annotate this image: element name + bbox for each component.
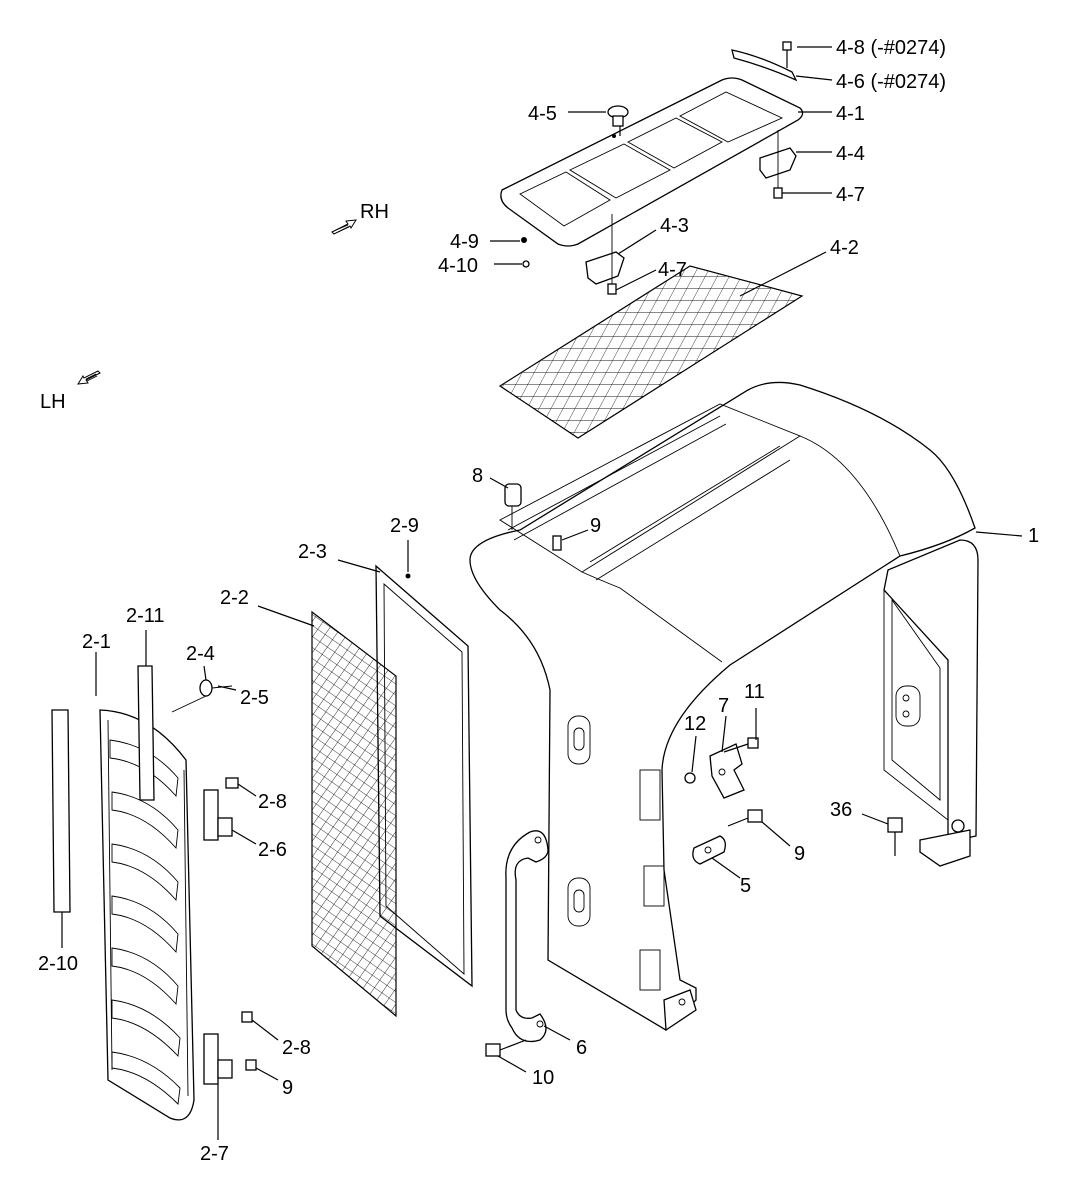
label-4-2: 4-2 [830, 237, 859, 259]
label-2-1: 2-1 [82, 631, 111, 653]
label-9-side: 9 [794, 843, 805, 865]
bolt-11 [723, 737, 759, 753]
label-9-top: 9 [590, 515, 601, 537]
lh-arrow-icon [77, 370, 101, 385]
nut-12 [684, 772, 696, 784]
label-2-9: 2-9 [390, 515, 419, 537]
label-4-6: 4-6 (-#0274) [836, 71, 946, 93]
label-2-10: 2-10 [38, 953, 78, 975]
seal-strip-2-11 [137, 665, 155, 801]
label-4-7-lower: 4-7 [658, 259, 687, 281]
bolt-4-8 [782, 41, 792, 68]
leader-lines [61, 46, 1023, 1140]
mesh-screen-2-2 [311, 610, 397, 1018]
label-1: 1 [1028, 525, 1039, 547]
label-2-4: 2-4 [186, 643, 215, 665]
label-10: 10 [532, 1067, 554, 1089]
knob-4-5 [607, 105, 629, 136]
label-11: 11 [744, 681, 765, 703]
label-2-8-lower: 2-8 [282, 1037, 311, 1059]
bracket-4-4 [759, 130, 797, 199]
nut-4-10 [522, 260, 530, 268]
grille-door-2-1 [99, 709, 195, 1121]
bracket-7 [709, 743, 745, 799]
mesh-screen-4-2 [498, 265, 804, 439]
label-5: 5 [740, 875, 751, 897]
bracket-4-3 [585, 214, 625, 295]
bolt-10 [485, 1039, 527, 1057]
filter-frame-4-1 [500, 77, 804, 247]
label-4-9: 4-9 [450, 231, 479, 253]
label-2-7: 2-7 [200, 1143, 229, 1165]
hinge-2-7 [203, 1011, 257, 1085]
grab-handle-6 [505, 830, 549, 1043]
label-9-door: 9 [282, 1077, 293, 1099]
label-7: 7 [718, 695, 729, 717]
plate-5 [692, 835, 726, 865]
main-cover-1 [469, 381, 979, 1032]
rh-arrow-icon [331, 219, 357, 235]
label-4-10: 4-10 [438, 255, 478, 277]
grille-louvers [109, 739, 181, 1105]
label-4-4: 4-4 [836, 143, 865, 165]
label-2-6: 2-6 [258, 839, 287, 861]
lh-label: LH [40, 391, 66, 413]
label-4-1: 4-1 [836, 103, 865, 125]
label-12: 12 [684, 713, 706, 735]
label-4-3: 4-3 [660, 215, 689, 237]
label-2-3: 2-3 [298, 541, 327, 563]
label-4-5: 4-5 [528, 103, 557, 125]
label-2-11: 2-11 [126, 605, 165, 627]
label-2-8-upper: 2-8 [258, 791, 287, 813]
label-8: 8 [472, 465, 483, 487]
seal-strip-2-10 [51, 709, 71, 913]
label-6: 6 [576, 1037, 587, 1059]
latch-2-4 [171, 679, 233, 713]
bolt-9-top [552, 535, 562, 551]
rubber-stop-8 [504, 483, 522, 530]
rh-label: RH [360, 201, 389, 223]
hinge-2-6 [203, 777, 239, 841]
label-2-5: 2-5 [240, 687, 269, 709]
label-2-2: 2-2 [220, 587, 249, 609]
label-4-7-upper: 4-7 [836, 184, 865, 206]
handle-4-6 [731, 49, 798, 82]
bolt-36 [887, 817, 903, 856]
label-4-8: 4-8 (-#0274) [836, 37, 946, 59]
label-36: 36 [830, 799, 852, 821]
bolt-9-side [727, 809, 763, 827]
